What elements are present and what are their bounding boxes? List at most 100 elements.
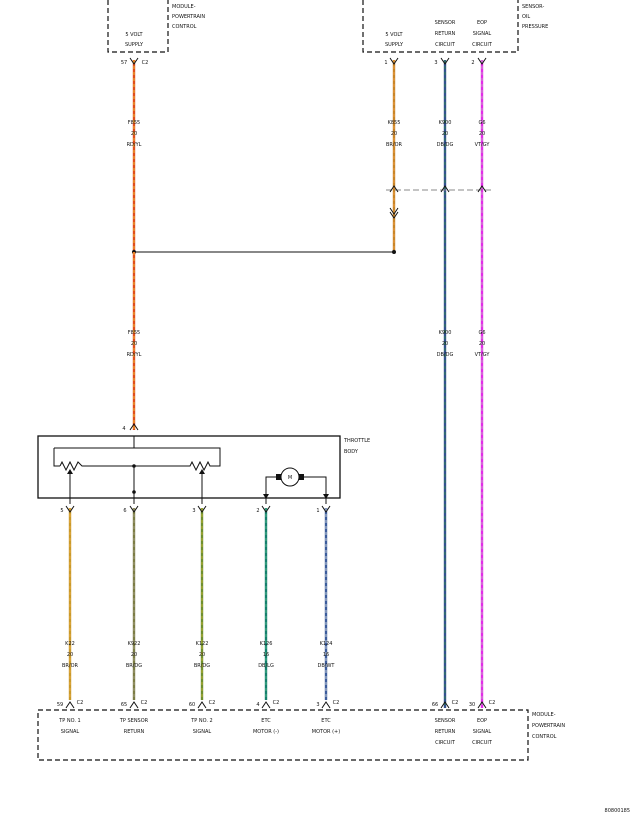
wire-label-k855: K855 20 BR/OR [386, 120, 403, 148]
sensor-name-line: SENSOR- [522, 4, 544, 10]
wire-code: K922 [128, 641, 141, 647]
pin-function-label: 5 VOLT [385, 32, 403, 38]
wire-gauge: 16 [323, 652, 329, 658]
pin-number: 60 [189, 702, 195, 708]
connector-id: C2 [142, 60, 149, 66]
pin-function-label: TP NO. 1 [58, 718, 81, 724]
wire-code: K900 [439, 330, 452, 336]
pin-function-label: CIRCUIT [435, 42, 456, 48]
pin-function-label: ETC [261, 718, 271, 724]
pin-function-label: SIGNAL [193, 729, 212, 735]
wire-code: F855 [128, 120, 140, 126]
sensor-name-line: OIL [522, 14, 530, 20]
wire-color-code: BR/DG [194, 663, 210, 669]
wire-code: G6 [478, 330, 485, 336]
wire-color-code: DB/DG [437, 352, 454, 358]
wire-code: G6 [478, 120, 485, 126]
wire-color-code: BR/DG [126, 663, 142, 669]
connector-id: C2 [452, 700, 459, 706]
pin-number: 59 [57, 702, 63, 708]
wire-code: K122 [196, 641, 209, 647]
connector-id: C2 [273, 700, 280, 706]
pin-function-label: RETURN [435, 31, 456, 37]
pin-number: 2 [471, 60, 474, 66]
connector-id: C2 [141, 700, 148, 706]
wire-gauge: 20 [479, 341, 485, 347]
mid-wire-runs: F855 20 RD/YL K900 20 DB/DG G6 20 VT/GY [127, 252, 491, 431]
pin-function-label: RETURN [124, 729, 145, 735]
pin-number: 66 [432, 702, 438, 708]
top-left-module: MODULE- POWERTRAIN CONTROL 5 VOLT SUPPLY… [107, 0, 205, 66]
pin-function-label: MOTOR (+) [312, 729, 340, 735]
pin-function-label: CIRCUIT [435, 740, 456, 746]
module-name-line: POWERTRAIN [532, 723, 565, 729]
wire-code: F855 [128, 330, 140, 336]
wiper-arrow-icon [67, 469, 73, 474]
wire-gauge: 20 [131, 652, 137, 658]
wire-label-k922: K922 20 BR/DG [126, 641, 142, 669]
wire-label-g6-mid: G6 20 VT/GY [475, 330, 491, 358]
pin-number: 3 [316, 702, 319, 708]
module-name-line: POWERTRAIN [172, 14, 205, 20]
wire-color-code: RD/YL [127, 142, 142, 148]
upper-wire-runs: F855 20 RD/YL K855 20 BR/OR K900 20 DB/D… [127, 57, 492, 708]
wire-color-code: BR/OR [386, 142, 403, 148]
wire-gauge: 20 [131, 131, 137, 137]
wire-color-code: RD/YL [127, 352, 142, 358]
wiper-arrow-icon [199, 469, 205, 474]
motor-icon: M [263, 467, 329, 504]
bottom-module: MODULE- POWERTRAIN CONTROL 59 C2 65 C2 6… [37, 700, 565, 761]
wire-gauge: 20 [199, 652, 205, 658]
wire-gauge: 20 [391, 131, 397, 137]
sensor-name-line: PRESSURE [522, 24, 548, 30]
resistor-icon [59, 460, 214, 472]
pin-number: 4 [122, 426, 125, 432]
wire-gauge: 20 [131, 341, 137, 347]
wire-code: K900 [439, 120, 452, 126]
pin-function-label: SUPPLY [125, 42, 144, 48]
wire-label-k900-mid: K900 20 DB/DG [437, 330, 454, 358]
wire-code: K124 [320, 641, 333, 647]
pin-function-label: SENSOR [435, 20, 456, 26]
pin-function-label: TP SENSOR [119, 718, 149, 724]
wire-code: K22 [65, 641, 75, 647]
pin-number: 6 [123, 508, 126, 514]
pin-function-label: TP NO. 2 [190, 718, 213, 724]
wire-color-code: BR/OR [62, 663, 79, 669]
pin-function-label: SIGNAL [473, 729, 492, 735]
wire-label-k126: K126 16 DB/LG [258, 641, 274, 669]
connector-id: C2 [333, 700, 340, 706]
pin-function-label: CIRCUIT [472, 42, 493, 48]
pin-function-label: SIGNAL [473, 31, 492, 37]
pin-number: 1 [384, 60, 387, 66]
wire-label-f855-upper: F855 20 RD/YL [127, 120, 142, 148]
module-name-line: CONTROL [172, 24, 197, 30]
wire-gauge: 20 [442, 341, 448, 347]
wire-label-f855-mid: F855 20 RD/YL [127, 330, 142, 358]
pin-function-label: SIGNAL [61, 729, 80, 735]
pin-function-label: MOTOR (-) [253, 729, 279, 735]
pin-number: 57 [121, 60, 127, 66]
pin-number: 30 [469, 702, 475, 708]
splice-dot [392, 250, 396, 254]
wire-gauge: 20 [442, 131, 448, 137]
pin-function-label: ETC [321, 718, 331, 724]
module-name-line: CONTROL [532, 734, 557, 740]
wire-label-k22: K22 20 BR/OR [62, 641, 79, 669]
pin-number: 1 [316, 508, 319, 514]
connector-id: C2 [209, 700, 216, 706]
wire-label-g6-upper: G6 20 VT/GY [475, 120, 491, 148]
component-name-line: THROTTLE [343, 438, 370, 444]
wire-gauge: 20 [67, 652, 73, 658]
pin-number: 65 [121, 702, 127, 708]
wire-label-k124: K124 16 DB/WT [318, 641, 336, 669]
wire-gauge: 20 [479, 131, 485, 137]
wire-color-code: DB/DG [437, 142, 454, 148]
wire-color-code: DB/WT [318, 663, 336, 669]
pin-function-label: RETURN [435, 729, 456, 735]
pin-function-label: EOP [477, 20, 487, 26]
wire-color-code: VT/GY [475, 352, 491, 358]
connector-id: C2 [77, 700, 84, 706]
wire-label-k122: K122 20 BR/DG [194, 641, 210, 669]
pin-number: 5 [60, 508, 63, 514]
